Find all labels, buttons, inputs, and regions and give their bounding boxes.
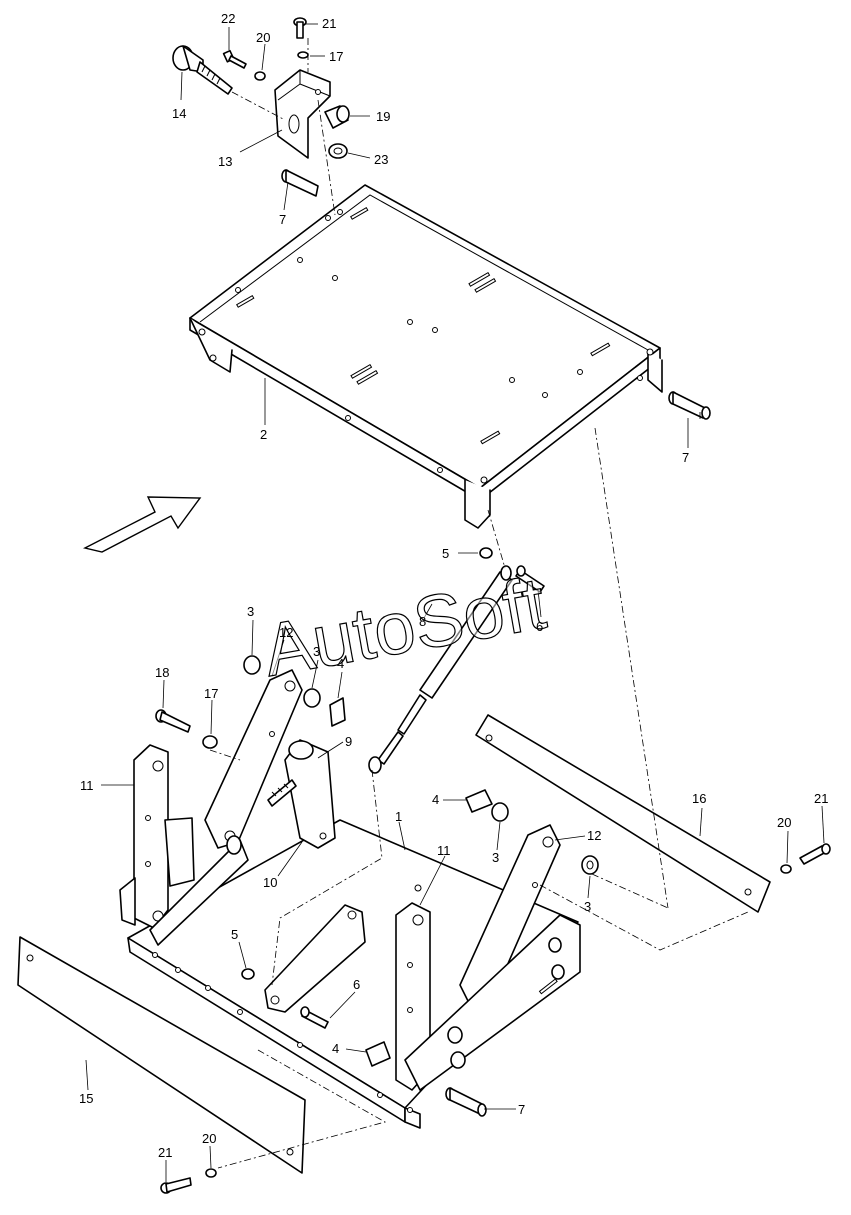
callout-20: 20 bbox=[777, 815, 791, 830]
callout-4: 4 bbox=[337, 656, 344, 671]
nut-23 bbox=[328, 143, 348, 159]
bolt-21-bottom bbox=[160, 1177, 192, 1194]
callout-17: 17 bbox=[329, 49, 343, 64]
callout-5: 5 bbox=[442, 546, 449, 561]
bolt-22 bbox=[222, 49, 247, 69]
nut-5-bottom bbox=[241, 968, 255, 980]
callout-4: 4 bbox=[432, 792, 439, 807]
callout-3: 3 bbox=[247, 604, 254, 619]
side-plate-15 bbox=[17, 936, 306, 1174]
callout-10: 10 bbox=[263, 875, 277, 890]
upper-frame-2 bbox=[189, 184, 663, 529]
leader-lines bbox=[85, 23, 825, 1182]
pin-7-top bbox=[281, 169, 319, 197]
bolt-18 bbox=[155, 709, 191, 733]
callout-21: 21 bbox=[158, 1145, 172, 1160]
callout-7: 7 bbox=[279, 212, 286, 227]
side-plate-16 bbox=[475, 714, 771, 913]
callout-21: 21 bbox=[814, 791, 828, 806]
callout-15: 15 bbox=[79, 1091, 93, 1106]
bolt-21-top bbox=[293, 17, 307, 39]
assembly-lines bbox=[209, 38, 749, 1169]
callout-3: 3 bbox=[313, 644, 320, 659]
clip-4-a bbox=[329, 697, 346, 727]
washer-20-bottom bbox=[205, 1168, 217, 1178]
bushing-3-a bbox=[243, 655, 261, 675]
callout-11: 11 bbox=[80, 778, 94, 793]
callout-19: 19 bbox=[376, 109, 390, 124]
clip-4-c bbox=[365, 1041, 391, 1067]
pin-7-right bbox=[668, 391, 711, 420]
lower-left-bracket bbox=[149, 817, 249, 946]
callout-20: 20 bbox=[256, 30, 270, 45]
center-link bbox=[264, 904, 366, 1013]
lever-11-left bbox=[119, 744, 169, 929]
callout-2: 2 bbox=[260, 427, 267, 442]
bushing-3-c bbox=[491, 802, 509, 822]
direction-arrow bbox=[82, 496, 202, 553]
callout-4: 4 bbox=[332, 1041, 339, 1056]
callout-23: 23 bbox=[374, 152, 388, 167]
watermark-text: AutoSoft bbox=[257, 561, 551, 692]
callout-11: 11 bbox=[437, 843, 451, 858]
bolt-21-right bbox=[799, 843, 831, 865]
washer-20-top bbox=[254, 71, 266, 81]
callout-17: 17 bbox=[204, 686, 218, 701]
nut-5-top bbox=[479, 547, 493, 559]
pin-7-bottom bbox=[445, 1087, 487, 1117]
arm-12-left bbox=[204, 669, 303, 849]
bushing-3-b bbox=[303, 688, 321, 708]
callout-18: 18 bbox=[155, 665, 169, 680]
callout-20: 20 bbox=[202, 1131, 216, 1146]
bolt-6-bottom bbox=[300, 1006, 329, 1029]
callout-3: 3 bbox=[584, 899, 591, 914]
lever-11-right bbox=[395, 902, 431, 1091]
callout-labels: 22 21 20 17 19 14 13 23 7 2 7 5 8 6 3 12… bbox=[79, 11, 828, 1160]
washer-20-right bbox=[780, 864, 792, 874]
bracket-13 bbox=[274, 69, 331, 159]
washer-3-d bbox=[581, 855, 599, 875]
spacer-19 bbox=[324, 105, 350, 129]
link-9 bbox=[284, 739, 336, 849]
callout-7: 7 bbox=[682, 450, 689, 465]
callout-7: 7 bbox=[518, 1102, 525, 1117]
gas-spring-8 bbox=[368, 565, 513, 774]
callout-9: 9 bbox=[345, 734, 352, 749]
callout-13: 13 bbox=[218, 154, 232, 169]
callout-3: 3 bbox=[492, 850, 499, 865]
washer-17-mid bbox=[202, 735, 218, 749]
callout-8: 8 bbox=[419, 614, 426, 629]
callout-6: 6 bbox=[536, 619, 543, 634]
washer-17-top bbox=[297, 51, 309, 59]
callout-5: 5 bbox=[231, 927, 238, 942]
callout-21: 21 bbox=[322, 16, 336, 31]
callout-16: 16 bbox=[692, 791, 706, 806]
callout-12: 12 bbox=[279, 625, 293, 640]
callout-1: 1 bbox=[395, 809, 402, 824]
knob-bolt-14 bbox=[172, 45, 233, 95]
callout-12: 12 bbox=[587, 828, 601, 843]
bolt-6-top bbox=[515, 565, 545, 593]
shaft-10 bbox=[267, 779, 297, 807]
callout-6: 6 bbox=[353, 977, 360, 992]
clip-4-b bbox=[465, 789, 493, 813]
side-bracket-right bbox=[404, 914, 581, 1091]
callout-22: 22 bbox=[221, 11, 235, 26]
callout-14: 14 bbox=[172, 106, 186, 121]
